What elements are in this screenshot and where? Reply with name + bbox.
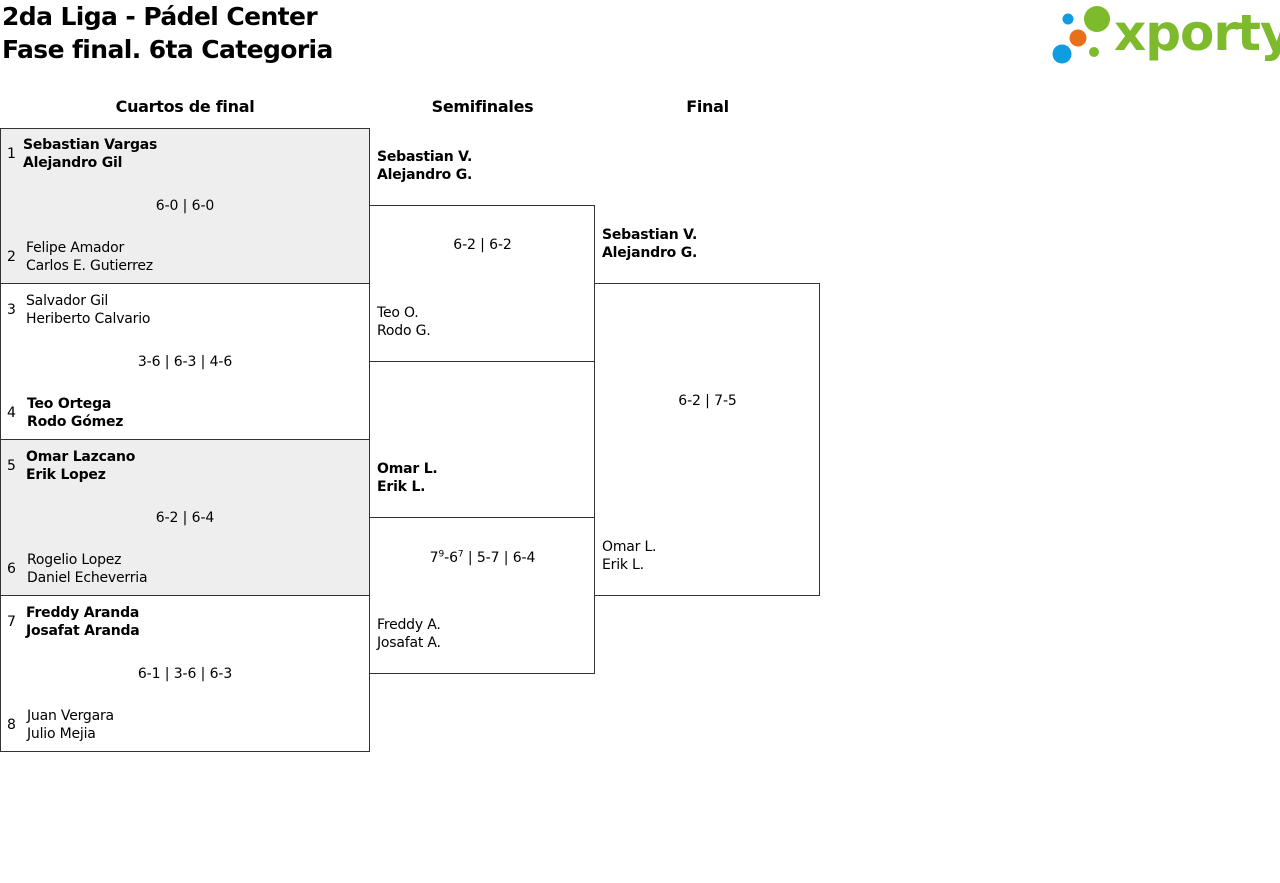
logo-text: xporty bbox=[1114, 4, 1280, 62]
seed-number: 1 bbox=[7, 146, 16, 162]
player-name: Felipe Amador bbox=[26, 240, 125, 256]
seed-number: 6 bbox=[7, 561, 16, 577]
player-name: Erik Lopez bbox=[26, 467, 106, 483]
player-name: Salvador Gil bbox=[26, 293, 109, 309]
player-name: Omar Lazcano bbox=[26, 449, 136, 465]
seed-number: 3 bbox=[7, 302, 16, 318]
qf3-bottom-team[interactable]: Rogelio Lopez Daniel Echeverria bbox=[27, 551, 148, 587]
player-name: Juan Vergara bbox=[27, 708, 114, 724]
seed-number: 8 bbox=[7, 717, 16, 733]
logo-dot bbox=[1062, 13, 1074, 25]
qf4-top-team[interactable]: Freddy Aranda Josafat Aranda bbox=[26, 604, 140, 640]
logo-dot bbox=[1069, 29, 1087, 47]
player-name: Teo Ortega bbox=[27, 396, 112, 412]
page-title: 2da Liga - Pádel Center bbox=[2, 2, 318, 31]
qf1-bottom-team[interactable]: Felipe Amador Carlos E. Gutierrez bbox=[26, 239, 153, 275]
qf-match-3[interactable] bbox=[0, 439, 370, 596]
logo-dot bbox=[1089, 47, 1099, 57]
score-games: 7 bbox=[429, 550, 439, 566]
player-name: Heriberto Calvario bbox=[26, 311, 151, 327]
player-name: Freddy Aranda bbox=[26, 605, 140, 621]
seed-number: 5 bbox=[7, 458, 16, 474]
player-name: Teo O. bbox=[377, 305, 419, 321]
sf2-score: 79-67 | 5-7 | 6-4 bbox=[370, 549, 595, 567]
qf3-score: 6-2 | 6-4 bbox=[155, 510, 215, 526]
tiebreak-points: 7 bbox=[457, 549, 464, 560]
qf-match-1[interactable] bbox=[0, 128, 370, 284]
sf2-top-team[interactable]: Omar L. Erik L. bbox=[377, 460, 438, 496]
qf2-bottom-team[interactable]: Teo Ortega Rodo Gómez bbox=[27, 395, 123, 431]
player-name: Erik L. bbox=[602, 557, 644, 573]
qf1-score: 6-0 | 6-0 bbox=[155, 198, 215, 214]
final-top-team[interactable]: Sebastian V. Alejandro G. bbox=[602, 226, 697, 262]
player-name: Sebastian V. bbox=[377, 149, 473, 165]
round-header-final: Final bbox=[686, 97, 729, 116]
sf1-score: 6-2 | 6-2 bbox=[453, 237, 512, 253]
player-name: Julio Mejia bbox=[27, 726, 96, 742]
player-name: Josafat A. bbox=[377, 635, 441, 651]
round-header-semifinals: Semifinales bbox=[431, 97, 534, 116]
player-name: Erik L. bbox=[377, 479, 426, 495]
player-name: Rogelio Lopez bbox=[27, 552, 122, 568]
tiebreak-points: 9 bbox=[438, 549, 445, 560]
player-name: Omar L. bbox=[377, 461, 438, 477]
logo-dot bbox=[1052, 44, 1072, 64]
player-name: Sebastian V. bbox=[602, 227, 698, 243]
player-name: Rodo Gómez bbox=[27, 414, 124, 430]
score-games: 6 bbox=[449, 550, 458, 566]
seed-number: 2 bbox=[7, 249, 16, 265]
logo-dots-icon bbox=[1052, 6, 1110, 64]
player-name: Carlos E. Gutierrez bbox=[26, 258, 153, 274]
qf3-top-team[interactable]: Omar Lazcano Erik Lopez bbox=[26, 448, 135, 484]
player-name: Omar L. bbox=[602, 539, 657, 555]
xporty-logo[interactable]: xporty bbox=[1050, 4, 1280, 66]
seed-number: 7 bbox=[7, 614, 16, 630]
qf2-score: 3-6 | 6-3 | 4-6 bbox=[137, 354, 233, 370]
player-name: Sebastian Vargas bbox=[23, 137, 158, 153]
sf1-bottom-team[interactable]: Teo O. Rodo G. bbox=[377, 304, 431, 340]
player-name: Freddy A. bbox=[377, 617, 441, 633]
round-header-quarterfinals: Cuartos de final bbox=[115, 97, 255, 116]
sf1-top-team[interactable]: Sebastian V. Alejandro G. bbox=[377, 148, 472, 184]
score-rest: | 5-7 | 6-4 bbox=[463, 550, 536, 566]
qf4-score: 6-1 | 3-6 | 6-3 bbox=[137, 666, 233, 682]
qf2-top-team[interactable]: Salvador Gil Heriberto Calvario bbox=[26, 292, 150, 328]
player-name: Rodo G. bbox=[377, 323, 431, 339]
player-name: Alejandro G. bbox=[602, 245, 698, 261]
qf4-bottom-team[interactable]: Juan Vergara Julio Mejia bbox=[27, 707, 114, 743]
logo-dot bbox=[1084, 6, 1110, 32]
player-name: Daniel Echeverria bbox=[27, 570, 148, 586]
score-separator: - bbox=[444, 550, 450, 566]
final-match[interactable] bbox=[594, 283, 820, 596]
player-name: Josafat Aranda bbox=[26, 623, 140, 639]
final-bottom-team[interactable]: Omar L. Erik L. bbox=[602, 538, 656, 574]
player-name: Alejandro G. bbox=[377, 167, 473, 183]
sf2-bottom-team[interactable]: Freddy A. Josafat A. bbox=[377, 616, 441, 652]
seed-number: 4 bbox=[7, 405, 16, 421]
final-score: 6-2 | 7-5 bbox=[678, 393, 737, 409]
page-subtitle: Fase final. 6ta Categoria bbox=[2, 35, 333, 64]
player-name: Alejandro Gil bbox=[23, 155, 123, 171]
qf1-top-team[interactable]: Sebastian Vargas Alejandro Gil bbox=[23, 136, 157, 172]
